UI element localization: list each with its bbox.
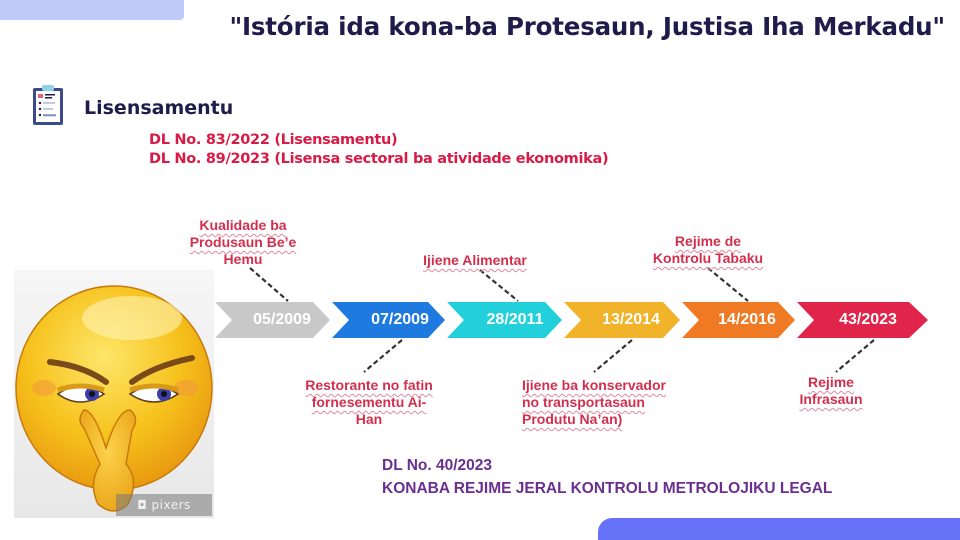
timeline-label-43-2023: Rejime Infrasaun xyxy=(786,374,876,408)
timeline-date: 13/2014 xyxy=(602,311,660,328)
timeline-label-05-2009: Kualidade ba Produsaun Be’e Hemu xyxy=(168,217,318,268)
label-line: Rejime xyxy=(808,374,854,390)
timeline-label-07-2009: Restorante no fatin fornesementu Ai- Han xyxy=(286,377,452,428)
label-line: Kualidade ba xyxy=(199,217,287,233)
label-line: Rejime de xyxy=(674,233,742,249)
label-line: Ijiene ba konservador xyxy=(522,377,666,393)
label-line: Produtu Na’an) xyxy=(522,411,623,427)
label-line: Infrasaun xyxy=(799,391,863,407)
chevron-43-2023 xyxy=(797,302,928,338)
timeline-label-28-2011: Ijiene Alimentar xyxy=(400,252,550,269)
label-line: fornesementu Ai- xyxy=(311,394,427,410)
chevron-05-2009 xyxy=(215,302,330,338)
emoji-image: ◘ pixers xyxy=(14,270,214,518)
watermark-text: pixers xyxy=(151,498,191,512)
section-title: Lisensamentu xyxy=(84,97,234,119)
timeline-date: 14/2016 xyxy=(718,311,776,328)
bottom-note: DL No. 40/2023 KONABA REJIME JERAL KONTR… xyxy=(382,454,832,500)
label-line: Restorante no fatin xyxy=(305,377,433,393)
chevron-28-2011 xyxy=(447,302,562,338)
top-accent-bar xyxy=(0,0,184,20)
decree-list: DL No. 83/2022 (Lisensamentu) DL No. 89/… xyxy=(149,131,609,169)
label-line: Hemu xyxy=(223,251,263,267)
timeline-label-13-2014: Ijiene ba konservador no transportasaun … xyxy=(522,377,702,428)
bottom-accent-bar xyxy=(598,518,960,540)
watermark: ◘ pixers xyxy=(116,494,212,516)
label-line: Ijiene Alimentar xyxy=(423,252,527,268)
bottom-note-line: DL No. 40/2023 xyxy=(382,457,492,474)
timeline-date: 07/2009 xyxy=(371,311,429,328)
decree-line: DL No. 89/2023 (Lisensa sectoral ba ativ… xyxy=(149,151,609,167)
chevron-14-2016 xyxy=(682,302,795,338)
skeptical-emoji-icon xyxy=(15,285,213,512)
slide-title: "Istória ida kona-ba Protesaun, Justisa … xyxy=(229,12,945,41)
timeline-label-14-2016: Rejime de Kontrolu Tabaku xyxy=(630,233,786,267)
label-line: Kontrolu Tabaku xyxy=(652,250,764,266)
bottom-note-line: KONABA REJIME JERAL KONTROLU METROLOJIKU… xyxy=(382,480,833,497)
label-line: no transportasaun xyxy=(522,394,645,410)
label-line: Han xyxy=(355,411,383,427)
chevron-07-2009 xyxy=(332,302,445,338)
decree-line: DL No. 83/2022 (Lisensamentu) xyxy=(149,132,398,148)
timeline-date: 28/2011 xyxy=(486,311,544,328)
timeline-date: 05/2009 xyxy=(253,311,311,328)
label-line: Produsaun Be’e xyxy=(189,234,297,250)
clipboard-icon xyxy=(33,85,63,125)
chevron-13-2014 xyxy=(564,302,680,338)
timeline-date: 43/2023 xyxy=(839,311,897,328)
